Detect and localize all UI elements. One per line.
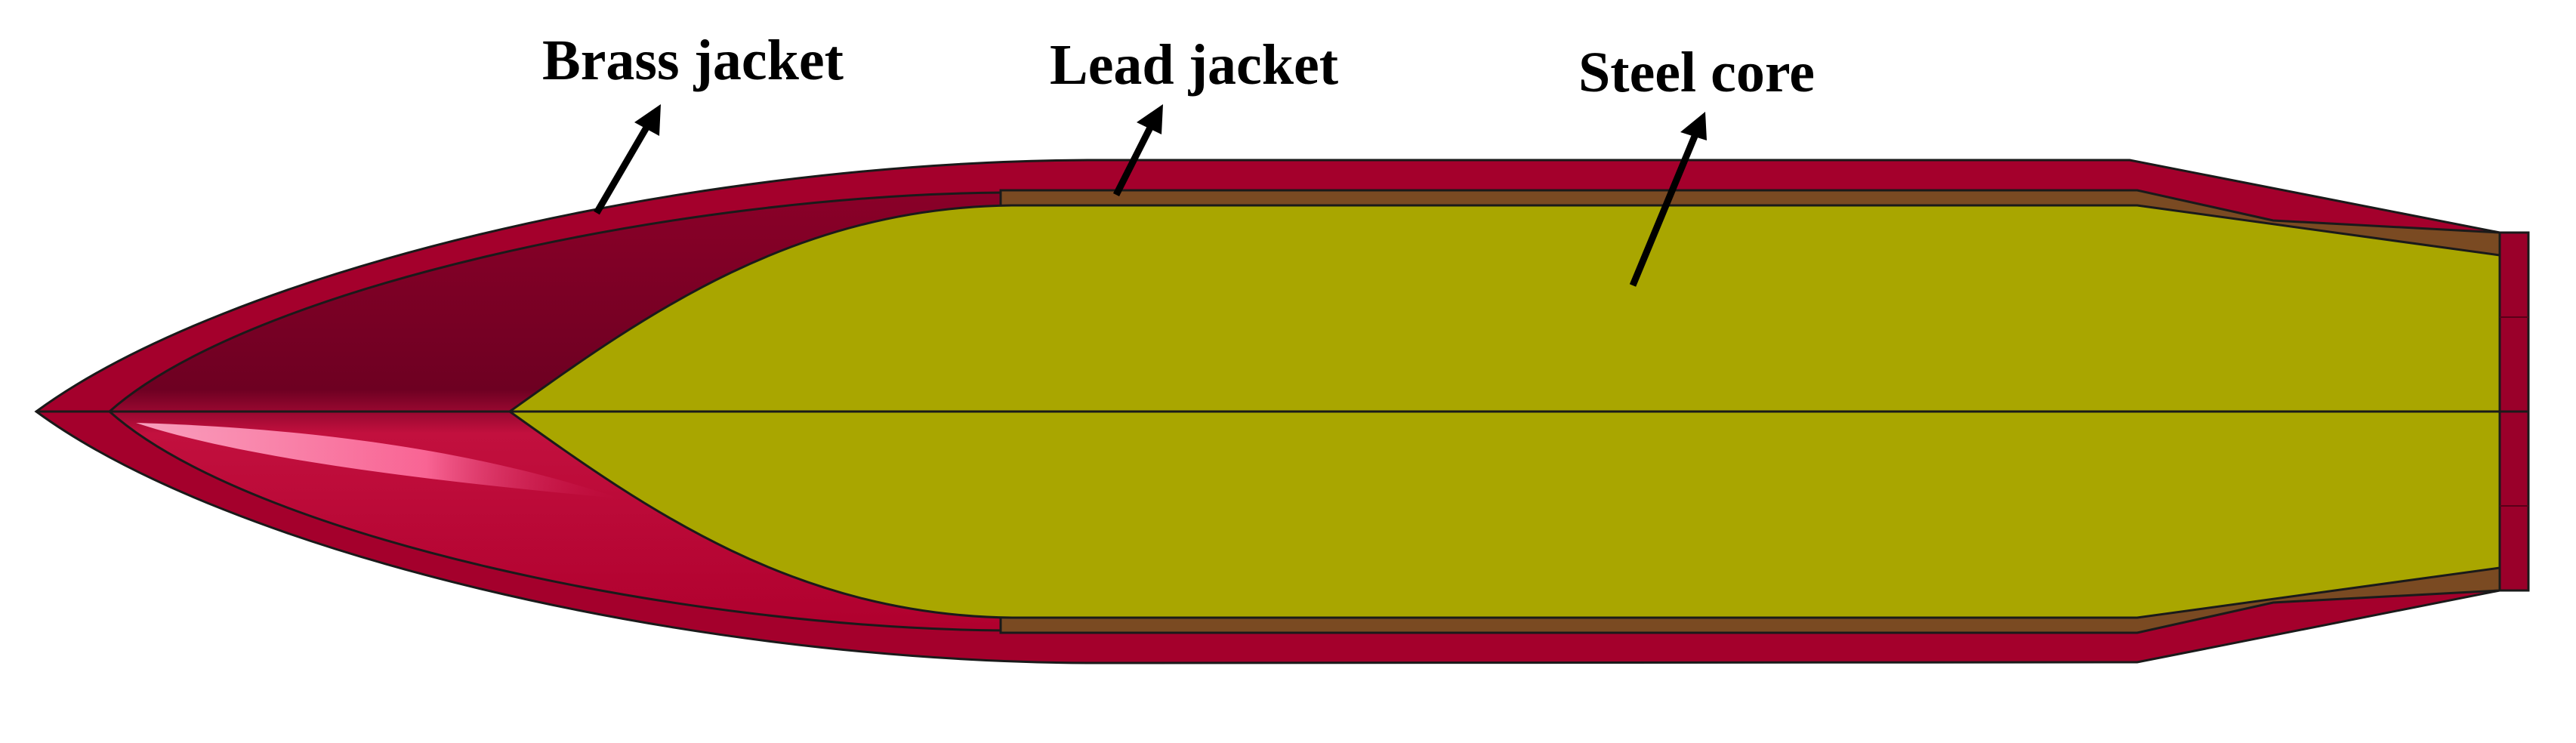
arrow-lead-jacket [1112, 104, 1163, 197]
arrow-steel-core [1629, 112, 1707, 287]
arrow-brass-jacket [594, 104, 661, 215]
brass-jacket-label: Brass jacket [542, 29, 844, 92]
brass-highlight [136, 423, 619, 498]
lead-jacket-label: Lead jacket [1050, 33, 1339, 97]
steel-core-label: Steel core [1578, 41, 1815, 104]
